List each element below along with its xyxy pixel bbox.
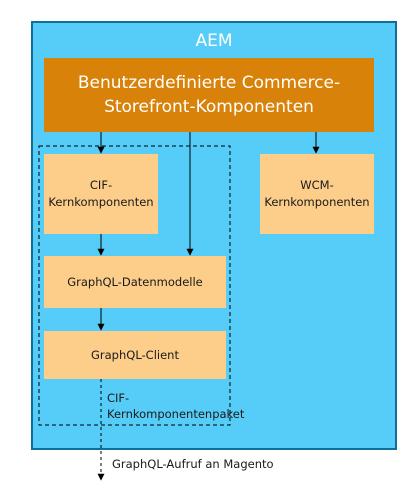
cif-core-components-box: CIF- Kernkomponenten: [44, 154, 158, 234]
aem-title: AEM: [195, 31, 233, 51]
cif-core-line-2: Kernkomponenten: [48, 195, 154, 209]
custom-components-line-2: Storefront-Komponenten: [104, 97, 314, 117]
cif-package-line-1: CIF-: [107, 391, 130, 405]
wcm-core-line-1: WCM-: [300, 178, 334, 192]
custom-components-line-1: Benutzerdefinierte Commerce-: [77, 73, 341, 93]
cif-core-package-label: CIF- Kernkomponentenpaket: [107, 390, 244, 422]
graphql-client-label: GraphQL-Client: [91, 347, 179, 362]
graphql-call-magento-label: GraphQL-Aufruf an Magento: [112, 457, 274, 471]
wcm-core-components-box: WCM- Kernkomponenten: [260, 154, 374, 234]
cif-package-dashed-border: [38, 145, 231, 426]
cif-core-line-1: CIF-: [89, 178, 113, 192]
custom-commerce-storefront-components-box: Benutzerdefinierte Commerce- Storefront-…: [44, 58, 374, 132]
graphql-client-box: GraphQL-Client: [44, 331, 226, 379]
graphql-data-models-box: GraphQL-Datenmodelle: [44, 256, 226, 308]
graphql-data-models-label: GraphQL-Datenmodelle: [67, 274, 203, 289]
cif-package-line-2: Kernkomponentenpaket: [107, 407, 245, 421]
wcm-core-line-2: Kernkomponenten: [264, 195, 370, 209]
